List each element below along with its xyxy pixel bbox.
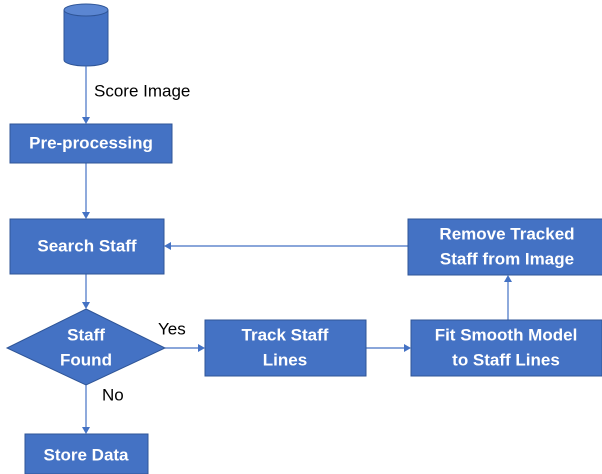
store-data-label: Store Data <box>43 445 129 464</box>
fit-model-label-line1: Fit Smooth Model <box>435 325 578 344</box>
arrowhead-store <box>82 427 90 434</box>
database-cylinder-icon <box>63 3 109 67</box>
search-staff-box: Search Staff <box>9 218 165 275</box>
preprocessing-label: Pre-processing <box>29 133 153 152</box>
fit-smooth-model-box: Fit Smooth Model to Staff Lines <box>410 319 602 377</box>
staff-found-decision: Staff Found <box>5 308 167 386</box>
arrowhead-remove <box>504 275 512 282</box>
remove-tracked-staff-box: Remove Tracked Staff from Image <box>407 218 602 276</box>
track-staff-label-line2: Lines <box>263 350 307 369</box>
connectors <box>82 66 512 434</box>
arrowhead-preprocessing <box>82 117 90 124</box>
score-image-label: Score Image <box>94 81 190 100</box>
arrowhead-search-return <box>164 242 171 250</box>
arrowhead-search <box>82 212 90 219</box>
remove-tracked-label-line1: Remove Tracked <box>439 224 574 243</box>
track-staff-lines-box: Track Staff Lines <box>204 319 367 377</box>
arrowhead-track <box>198 344 205 352</box>
staff-found-label-line2: Found <box>60 350 112 369</box>
fit-model-label-line2: to Staff Lines <box>452 350 560 369</box>
store-data-box: Store Data <box>24 433 149 474</box>
arrowhead-decision <box>82 302 90 309</box>
arrowhead-fit <box>404 344 411 352</box>
staff-found-label-line1: Staff <box>67 325 105 344</box>
remove-tracked-label-line2: Staff from Image <box>440 249 574 268</box>
search-staff-label: Search Staff <box>37 236 137 255</box>
track-staff-label-line1: Track Staff <box>242 325 329 344</box>
yes-label: Yes <box>158 319 186 338</box>
preprocessing-box: Pre-processing <box>9 123 173 164</box>
no-label: No <box>102 385 124 404</box>
